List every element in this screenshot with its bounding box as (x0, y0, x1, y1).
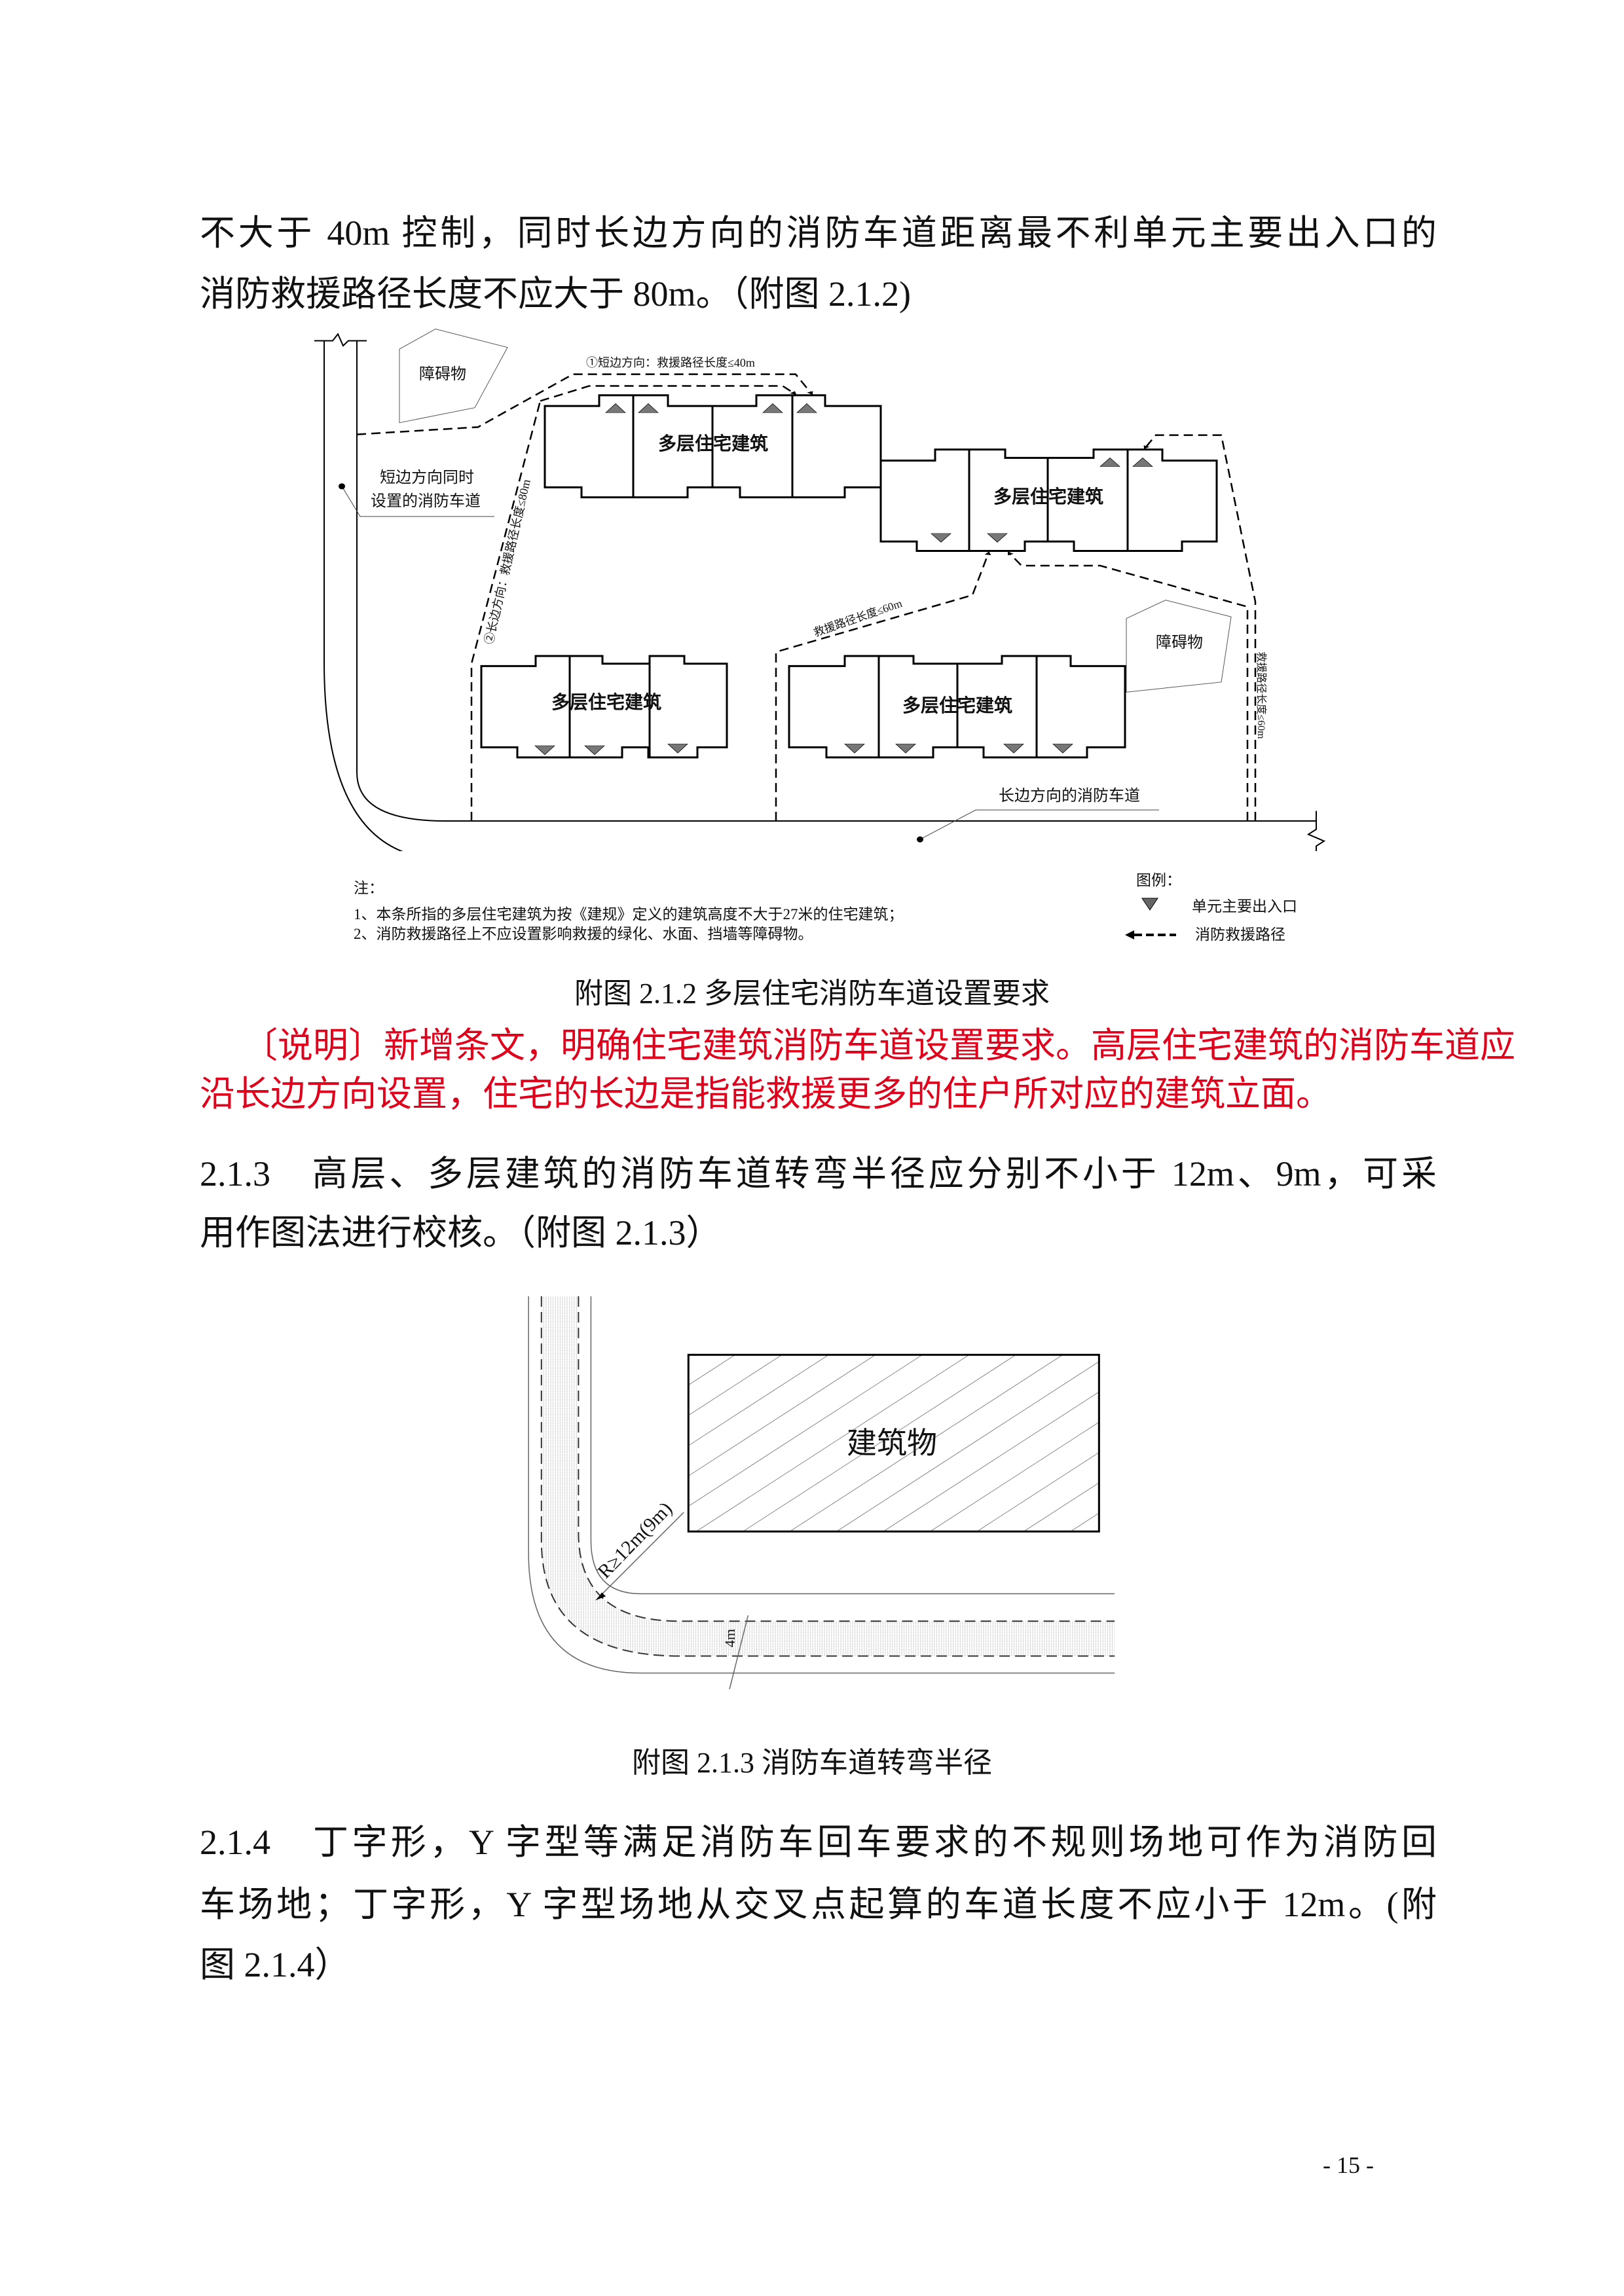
rescue-path (540, 386, 797, 401)
entrance-marker-icon (534, 745, 555, 756)
page-number: - 15 - (1323, 2152, 1374, 2178)
radius-arrow-icon (596, 1592, 606, 1601)
building-label: 多层住宅建筑 (658, 434, 769, 454)
entrance-marker-icon (844, 744, 865, 754)
building-label: 多层住宅建筑 (993, 487, 1104, 507)
entrance-marker-icon (895, 744, 916, 754)
site-plan-diagram (314, 327, 1336, 851)
clause-2-1-4-line-1: 2.1.4 丁字形，Y 字型等满足消防车回车要求的不规则场地可作为消防回 (200, 1823, 1437, 1862)
hatch-line (1117, 1355, 1126, 1531)
building-outline (881, 450, 1217, 551)
rescue-path-legend-icon (1125, 930, 1176, 939)
clause-2-1-4-line-3: 图 2.1.4） (200, 1945, 350, 1984)
short-side-road-label-2: 设置的消防车道 (371, 493, 481, 510)
hatch-line (883, 1355, 1126, 1531)
entrance-marker-icon (638, 403, 659, 413)
hatch-line (524, 1355, 735, 1531)
notes-title: 注： (354, 880, 384, 896)
building-label: 多层住宅建筑 (902, 696, 1013, 716)
hatch-line (1024, 1355, 1126, 1531)
turning-radius-diagram (524, 1296, 1126, 1689)
hatch-line (930, 1355, 1126, 1531)
hatch-line (650, 1355, 923, 1531)
rescue-path (1008, 551, 1247, 821)
building-label: 多层住宅建筑 (551, 693, 662, 713)
fire-lane-band (541, 1296, 1115, 1656)
road-inner-edge (357, 340, 1316, 821)
entrance-marker-icon (605, 403, 626, 413)
obstacle-label: 障碍物 (1156, 634, 1203, 651)
leader-line (920, 810, 1159, 839)
road-outer-edge (528, 1296, 1115, 1673)
road-inner-edge (591, 1296, 1115, 1594)
hatch-line (556, 1355, 829, 1531)
building-label: 建筑物 (847, 1427, 937, 1460)
hatch-line (696, 1355, 969, 1531)
figure-2-1-3-caption: 附图 2.1.3 消防车道转弯半径 (632, 1747, 992, 1779)
entrance-legend-icon (1141, 898, 1158, 911)
figure-2-1-2: 障碍物 ①短边方向：救援路径长度≤40m 短边方向同时 设置的消防车道 ②长边方… (314, 327, 1336, 982)
entrance-marker-icon (931, 533, 951, 543)
paragraph-line-2: 消防救援路径长度不应大于 80m。（附图 2.1.2) (200, 274, 911, 314)
rescue-path (357, 374, 813, 435)
short-side-path-label: ①短边方向：救援路径长度≤40m (586, 356, 755, 369)
clause-2-1-3-line-2: 用作图法进行校核。（附图 2.1.3） (200, 1213, 722, 1252)
clause-2-1-3-line-1: 2.1.3 高层、多层建筑的消防车道转弯半径应分别不小于 12m、9m，可采 (200, 1154, 1437, 1194)
obstacle-shape (1126, 600, 1231, 693)
legend-rescue-path-label: 消防救援路径 (1195, 926, 1285, 943)
entrance-marker-icon (987, 533, 1008, 543)
obstacle-label: 障碍物 (419, 366, 466, 383)
entrance-marker-icon (796, 403, 817, 413)
short-side-road-label-1: 短边方向同时 (380, 469, 474, 486)
building-outline (481, 656, 727, 757)
break-symbol-top (314, 334, 367, 346)
rescue-path (776, 551, 991, 821)
hatch-line (743, 1355, 1016, 1531)
leader-dot (339, 483, 345, 490)
leader-dot (917, 836, 923, 843)
radius-dimension-line (596, 1512, 684, 1600)
note-item: 2、消防救援路径上不应设置影响救援的绿化、水面、挡墙等障碍物。 (354, 926, 813, 942)
road-outer-edge (324, 340, 1316, 851)
long-side-road-label: 长边方向的消防车道 (999, 788, 1140, 805)
figure-2-1-3: 建筑物 R≥12m(9m) 4m (524, 1296, 1126, 1689)
explanation-line-1: 〔说明〕新增条文，明确住宅建筑消防车道设置要求。高层住宅建筑的消防车道应 (242, 1026, 1515, 1065)
entrance-marker-icon (1003, 744, 1024, 754)
hatch-line (524, 1355, 782, 1531)
rescue-path (471, 401, 540, 821)
building-outline (789, 656, 1125, 757)
hatch-line (837, 1355, 1110, 1531)
legend-title: 图例： (1136, 872, 1181, 888)
entrance-marker-icon (667, 744, 688, 754)
break-symbol-right (1308, 811, 1324, 851)
hatch-line (602, 1355, 876, 1531)
building-hatch (524, 1355, 1126, 1531)
leader-line (342, 486, 494, 517)
figure-2-1-2-caption: 附图 2.1.2 多层住宅消防车道设置要求 (574, 977, 1050, 1010)
lane-width-label: 4m (722, 1628, 738, 1648)
hatch-line (790, 1355, 1063, 1531)
paragraph-line-1: 不大于 40m 控制，同时长边方向的消防车道距离最不利单元主要出入口的 (200, 213, 1437, 253)
note-item: 1、本条所指的多层住宅建筑为按《建规》定义的建筑高度不大于27米的住宅建筑； (354, 906, 904, 922)
lane-edge-dashed (542, 1296, 1115, 1656)
entrance-marker-icon (762, 403, 783, 413)
entrance-marker-icon (1099, 457, 1120, 467)
rescue-path (1143, 435, 1255, 821)
width-dimension-line (729, 1615, 748, 1689)
entrance-marker-icon (1132, 457, 1153, 467)
building-rect (688, 1355, 1099, 1531)
legend-entrance-label: 单元主要出入口 (1192, 898, 1297, 915)
rescue-path-60-label: 救援路径长度≤60m (1255, 651, 1266, 739)
entrance-marker-icon (584, 745, 605, 756)
hatch-line (977, 1355, 1126, 1531)
obstacle-shape (399, 329, 507, 423)
clause-2-1-4-line-2: 车场地；丁字形，Y 字型场地从交叉点起算的车道长度不应小于 12m。(附 (200, 1885, 1437, 1924)
explanation-line-2: 沿长边方向设置，住宅的长边是指能救援更多的住户所对应的建筑立面。 (200, 1074, 1331, 1114)
entrance-marker-icon (1052, 744, 1073, 754)
